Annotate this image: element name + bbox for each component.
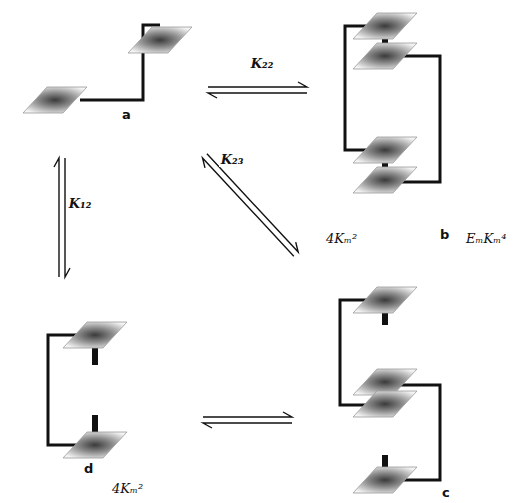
structure-node: c xyxy=(300,260,460,500)
structure-letter: a xyxy=(122,108,131,122)
porphyrin-plane xyxy=(353,43,417,69)
equilibrium-term: EₘKₘ⁴ xyxy=(466,232,506,246)
structure-node: d 4Kₘ² xyxy=(30,285,195,500)
porphyrin-plane xyxy=(353,391,417,417)
arrow-stroke xyxy=(208,93,307,98)
porphyrin-planes xyxy=(23,13,417,493)
structure-letter: c xyxy=(442,486,450,500)
porphyrin-plane xyxy=(353,287,417,313)
equilibrium-arrow xyxy=(203,154,299,256)
linker xyxy=(48,335,88,445)
arrow-stroke xyxy=(203,158,294,256)
structure-node: a xyxy=(20,30,200,150)
arrow-stroke xyxy=(208,82,307,87)
porphyrin-plane xyxy=(353,167,417,193)
porphyrin-plane xyxy=(63,432,127,458)
porphyrin-plane xyxy=(353,13,417,39)
equilibrium-term: 4Kₘ² xyxy=(326,232,357,246)
arrow-stroke xyxy=(65,158,70,277)
porphyrin-plane xyxy=(128,27,192,53)
structure-node: 4Kₘ² b EₘKₘ⁴ xyxy=(315,5,520,255)
structure-letter: b xyxy=(440,228,449,242)
linker xyxy=(345,26,372,150)
equilibrium-arrow xyxy=(203,412,292,428)
rate-constant: K₁₂ xyxy=(67,197,94,211)
porphyrin-plane xyxy=(353,467,417,493)
linker-lines xyxy=(48,25,440,480)
porphyrin-plane xyxy=(353,137,417,163)
rate-constant: K₂₂ xyxy=(249,57,276,71)
pillars xyxy=(92,32,388,475)
porphyrin-plane xyxy=(63,322,127,348)
arrow-stroke xyxy=(207,154,298,252)
linker xyxy=(400,56,440,182)
equilibrium-arrow xyxy=(208,82,307,98)
arrow-stroke xyxy=(203,423,292,428)
arrow-stroke xyxy=(54,158,59,277)
arrow-stroke xyxy=(203,412,292,417)
structure-letter: d xyxy=(84,462,93,476)
equilibrium-term: 4Kₘ² xyxy=(112,482,143,496)
porphyrin-plane xyxy=(23,87,87,113)
equilibrium-arrow xyxy=(54,158,70,277)
rate-constant: K₂₃ xyxy=(219,153,246,167)
